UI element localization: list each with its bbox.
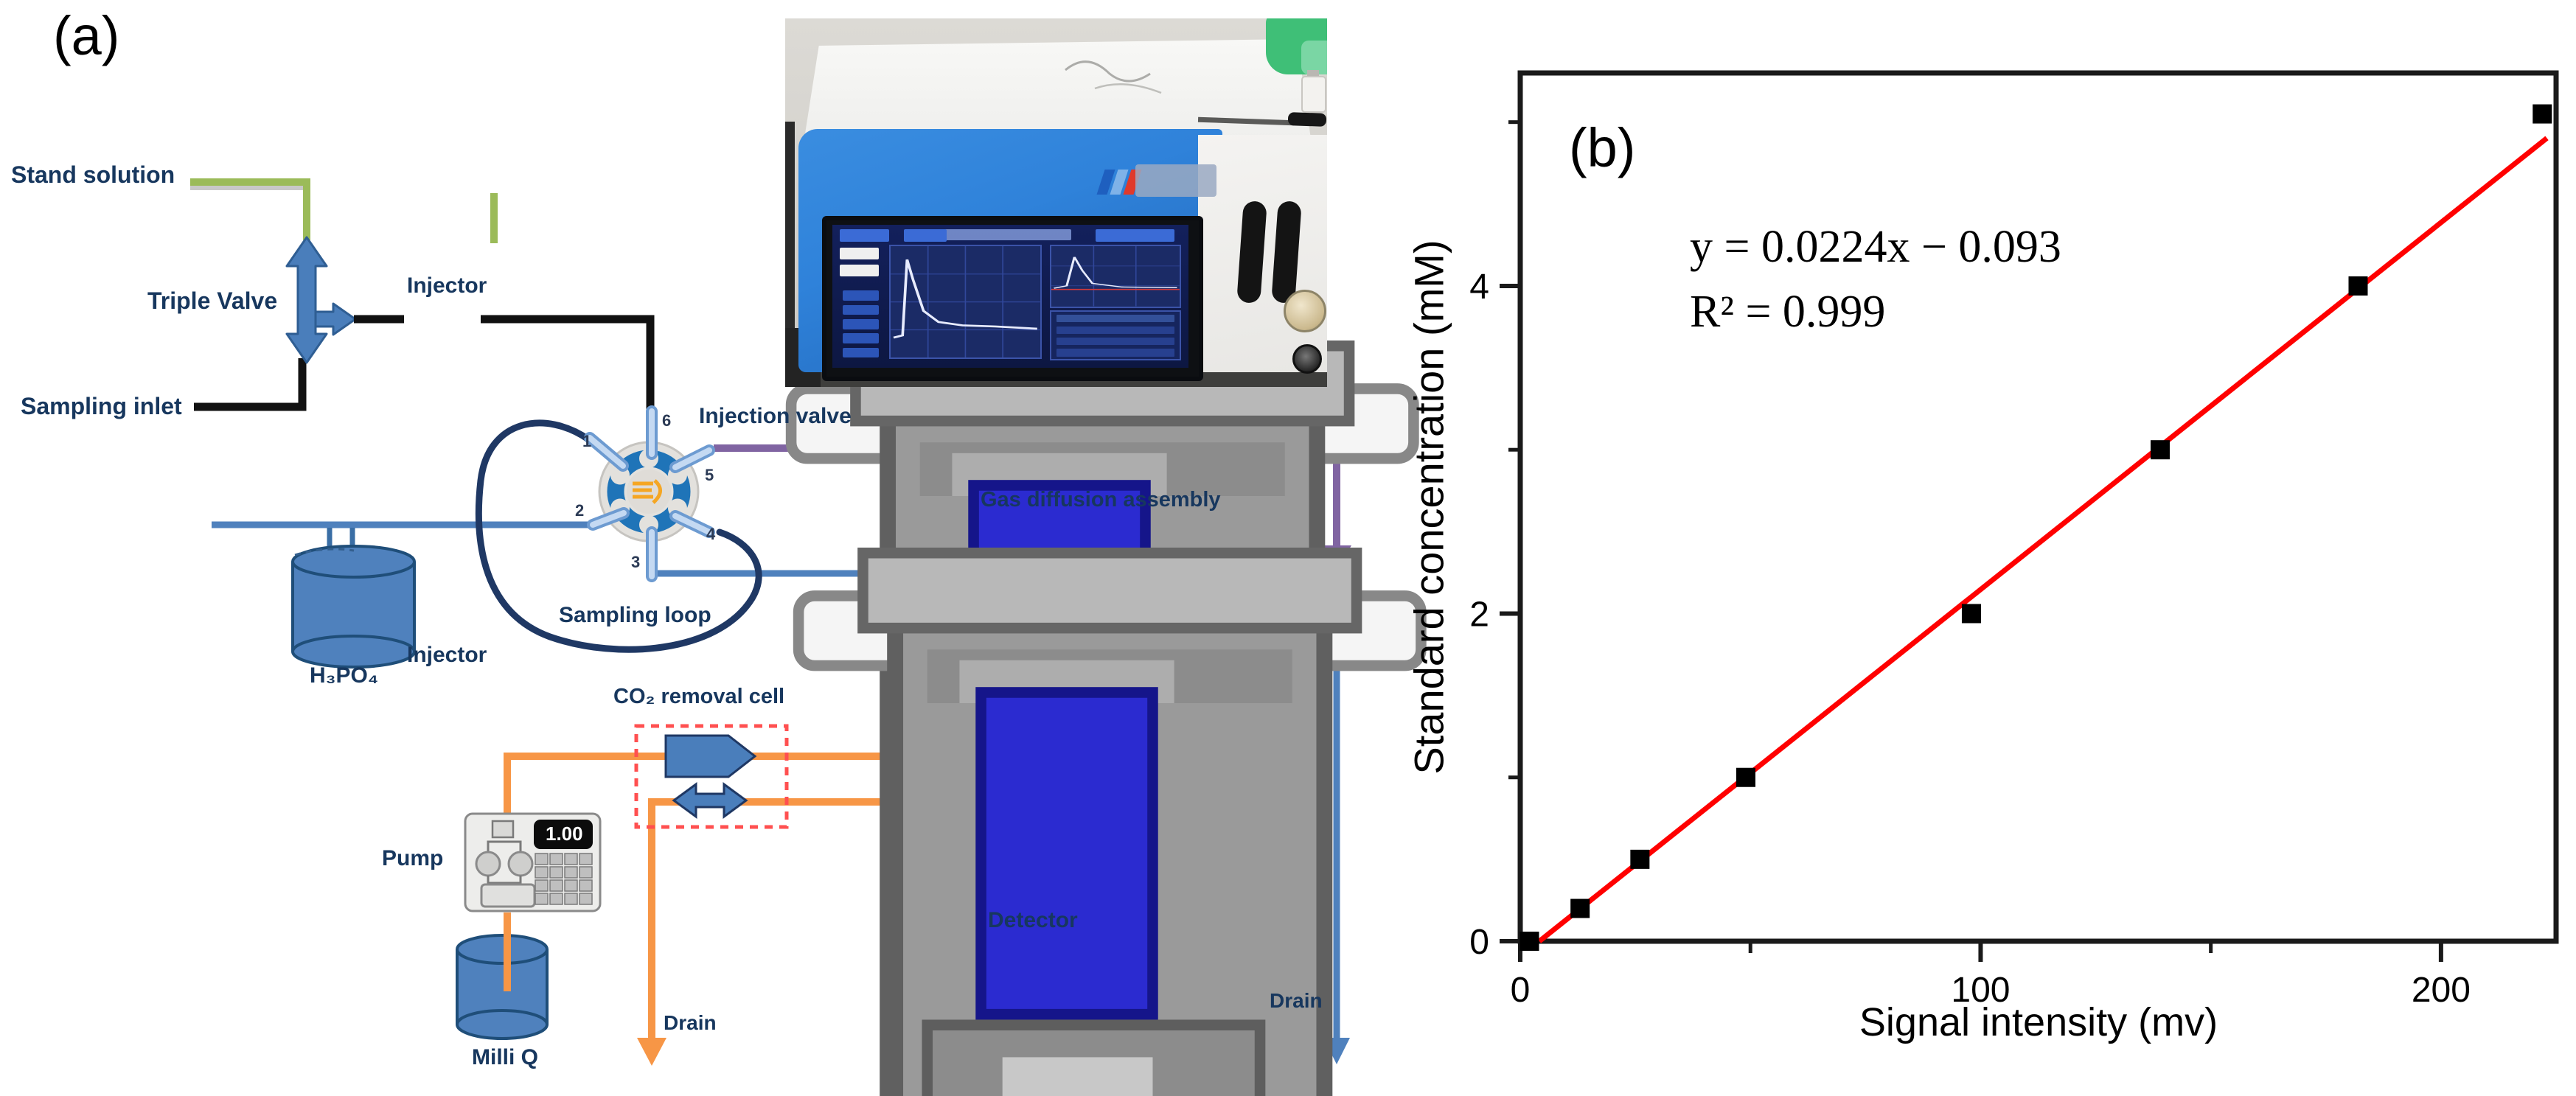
data-point — [1961, 604, 1981, 624]
x-tick-label: 100 — [1951, 971, 2010, 1010]
mask — [308, 174, 500, 193]
data-point — [1570, 898, 1590, 918]
screen-field — [839, 248, 879, 259]
flow-system-diagram — [190, 174, 1511, 1096]
valve-port-1: 1 — [582, 432, 592, 450]
stand-solution-line2 — [190, 178, 310, 240]
injection-valve — [584, 405, 715, 582]
power-knob — [1284, 290, 1326, 332]
stand-solution-label: Stand solution — [11, 161, 175, 188]
co2-removal-cell-label: CO₂ removal cell — [613, 685, 785, 708]
valve-port-4: 4 — [706, 525, 716, 543]
x-axis-title: Signal intensity (mv) — [1859, 1000, 2218, 1044]
brand-name-blur — [1135, 164, 1216, 197]
triple-valve — [285, 236, 357, 364]
glove — [1301, 41, 1327, 74]
drain-arrowhead-left — [637, 1038, 666, 1066]
fit-equation: y = 0.0224x − 0.093 — [1690, 222, 2061, 272]
valve-port-3: 3 — [631, 553, 641, 571]
screen-button — [843, 304, 879, 315]
table-row — [1056, 337, 1174, 346]
y-tick-label: 4 — [1469, 268, 1489, 307]
handwriting-marks — [1065, 60, 1151, 83]
milliq-label: Milli Q — [472, 1045, 538, 1069]
instrument-photo — [785, 18, 1327, 387]
triple-valve-label: Triple Valve — [147, 287, 278, 314]
fit-line — [1537, 136, 2549, 943]
h3po4-label: H₃PO₄ — [310, 663, 379, 688]
screen-left-chart — [889, 245, 1042, 360]
sampling-inlet-label: Sampling inlet — [21, 393, 182, 419]
x-tick-label: 200 — [2412, 971, 2471, 1010]
h3po4-drum — [291, 545, 416, 669]
handwriting-marks — [1094, 83, 1162, 94]
injector-top-label: Injector — [407, 273, 487, 298]
pump-display-value: 1.00 — [546, 823, 583, 845]
table-row — [1056, 326, 1174, 334]
peak-trace — [1053, 256, 1177, 289]
small-bottle — [1301, 76, 1326, 113]
valve-port-2: 2 — [575, 501, 585, 520]
photo-details — [1065, 60, 1162, 94]
panel-b-label: (b) — [1569, 117, 1636, 178]
data-point — [1630, 849, 1650, 869]
drain-right-label: Drain — [1270, 989, 1323, 1012]
pump-keypad — [535, 853, 593, 905]
screen-ui — [832, 225, 1188, 368]
screen-tab — [903, 228, 947, 242]
data-point — [2348, 276, 2368, 296]
screen-tab — [839, 228, 890, 242]
data-point — [2533, 104, 2552, 124]
screen-button — [843, 347, 879, 358]
bench-edge — [785, 122, 795, 343]
y-tick-label: 0 — [1469, 923, 1489, 962]
detector-label: Detector — [988, 908, 1078, 932]
screen-results-table — [1049, 310, 1181, 361]
gas-diffusion-assembly-label: Gas diffusion assembly — [981, 488, 1221, 512]
y-tick-label: 2 — [1469, 595, 1489, 634]
table-header-row — [1056, 315, 1174, 323]
instrument-screen — [822, 216, 1203, 381]
data-point — [1520, 932, 1539, 951]
screen-title-bar — [921, 228, 1071, 241]
round-connector — [1292, 344, 1322, 374]
injector-bottom-label: Injector — [407, 643, 487, 667]
screen-button — [843, 333, 879, 344]
screen-button — [843, 319, 879, 329]
data-point — [1736, 767, 1755, 787]
sampling-inlet-line — [194, 358, 307, 411]
sampling-loop-tube — [475, 419, 762, 653]
y-axis-title: Standard concentration (mM) — [1405, 240, 1452, 775]
screen-field — [839, 265, 879, 276]
valve-port-5: 5 — [705, 466, 714, 484]
co2-cell-arrow — [664, 734, 757, 778]
x-tick-label: 0 — [1511, 971, 1531, 1010]
valve-logo — [633, 479, 662, 504]
table-row — [1056, 349, 1174, 357]
co2-removal-cell-box — [634, 724, 789, 829]
peak-trace — [893, 259, 1038, 339]
milliq-drum — [456, 934, 549, 1040]
pump-label: Pump — [382, 846, 444, 870]
sampling-loop-label: Sampling loop — [559, 603, 711, 627]
screen-tab — [1096, 228, 1174, 242]
chart-frame — [1517, 70, 2559, 944]
pump-unit — [464, 812, 602, 912]
drain-left-label: Drain — [664, 1011, 717, 1034]
screen-right-chart — [1049, 245, 1181, 308]
data-point — [2150, 440, 2170, 460]
r-squared: R² = 0.999 — [1690, 287, 1886, 337]
co2-cell-double-arrow — [672, 782, 748, 819]
injection-valve-label: Injection valve — [699, 404, 852, 428]
bottle-cap — [1307, 70, 1319, 77]
sample-line-to-valve — [481, 315, 655, 413]
valve-port-6: 6 — [662, 411, 672, 430]
panel-a-label: (a) — [53, 5, 120, 66]
screen-button — [843, 290, 879, 301]
pump-display — [534, 820, 593, 849]
